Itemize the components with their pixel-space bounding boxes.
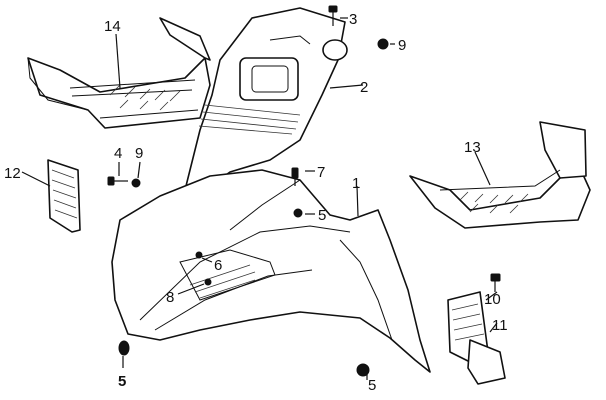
callout-13: 13 — [464, 139, 481, 156]
nut-part-5-bottom-left — [118, 340, 130, 356]
callout-2: 2 — [360, 79, 368, 96]
nut-part-9-left — [131, 178, 141, 188]
callout-8: 8 — [166, 289, 174, 306]
screw-part-10 — [490, 273, 501, 292]
callout-3: 3 — [349, 11, 357, 28]
callout-9-left: 9 — [135, 145, 143, 162]
callout-10: 10 — [484, 291, 501, 308]
front-fender-part-1 — [111, 169, 431, 373]
callout-9-top: 9 — [398, 37, 406, 54]
nut-part-5-mid — [293, 208, 303, 218]
callout-6: 6 — [214, 257, 222, 274]
right-footrest-part-13 — [409, 121, 591, 229]
screw-part-6 — [195, 251, 203, 259]
callout-labels: 1 2 3 4 5 5 5 6 7 8 9 9 10 11 12 13 14 — [4, 11, 508, 394]
right-bracket-part-11 — [447, 291, 506, 385]
callout-1: 1 — [352, 175, 360, 192]
callout-12: 12 — [4, 165, 21, 182]
screw-part-7 — [291, 167, 299, 186]
left-footrest-part-14 — [27, 17, 211, 129]
screw-part-3 — [328, 5, 338, 26]
callout-11: 11 — [492, 317, 508, 334]
nut-part-5-bottom-right — [356, 363, 370, 377]
screw-part-4 — [107, 176, 128, 186]
callout-5-bottom-left: 5 — [118, 373, 126, 390]
leader-lines — [21, 17, 498, 380]
left-bracket-part-12 — [47, 159, 81, 233]
callout-5-bottom-right: 5 — [368, 377, 376, 394]
callout-14: 14 — [104, 18, 121, 35]
callout-7: 7 — [317, 164, 325, 181]
screw-part-8 — [204, 278, 212, 286]
upper-front-cover-part-2 — [184, 7, 348, 211]
callout-4: 4 — [114, 145, 122, 162]
nut-part-9-top — [377, 38, 389, 50]
callout-5-mid: 5 — [318, 207, 326, 224]
